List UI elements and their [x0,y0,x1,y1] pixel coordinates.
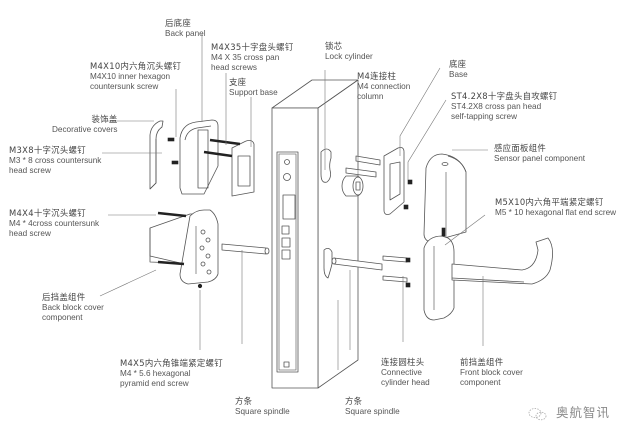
label-square-spindle-left: 方条 Square spindle [235,396,290,417]
label-en: Back block cover [42,302,104,312]
square-spindle-left-part [221,243,270,255]
label-decorative-covers: 装饰盖 Decorative covers [52,114,118,135]
label-en: Lock cylinder [325,51,373,61]
label-cn: 方条 [345,396,363,406]
label-cn: M5X10内六角平端紧定螺钉 [495,197,604,207]
label-support-base: 支座 Support base [229,77,278,98]
label-cn: M3X8十字沉头螺钉 [9,145,86,155]
label-en: head screw [9,166,51,175]
label-en: M4 connection [357,81,411,91]
label-cn: 前挡盖组件 [460,357,504,367]
screws [157,137,446,289]
label-cn: 支座 [229,77,247,87]
wechat-icon [528,407,547,420]
watermark: 奥航智讯 [528,402,610,421]
label-en: M4 * 5.6 hexagonal [120,368,191,378]
label-en: cylinder head [381,378,430,387]
label-en: pyramid end screw [120,379,189,388]
label-m4x5-screw: M4X5内六角锥端紧定螺钉 M4 * 5.6 hexagonal pyramid… [120,358,223,390]
label-en: head screw [9,229,51,238]
label-cn: 装饰盖 [91,114,118,124]
label-en: Base [449,69,468,79]
label-en: Sensor panel component [494,153,586,163]
label-cn: M4X35十字盘头螺钉 [211,42,294,52]
lock-cylinder-part [341,175,364,197]
label-m5x10-screw: M5X10内六角平端紧定螺钉 M5 * 10 hexagonal flat en… [495,197,616,218]
label-square-spindle-right: 方条 Square spindle [345,396,400,417]
label-en: M4X10 inner hexagon [90,71,171,81]
label-st42x8-screw: ST4.2X8十字盘头自攻螺钉 ST4.2X8 cross pan head s… [451,91,557,123]
square-spindle-right-part [331,257,383,271]
label-cn: M4X10内六角沉头螺钉 [90,61,182,71]
label-m3x8-screw: M3X8十字沉头螺钉 M3 * 8 cross countersunk head… [9,145,101,177]
label-en: ST4.2X8 cross pan head [451,101,542,111]
label-en: component [42,313,83,322]
back-block-cover [149,209,219,285]
label-en: M5 * 10 hexagonal flat end screw [495,207,617,217]
label-en: Connective [381,367,422,377]
label-cn: 后底座 [165,18,192,28]
label-cn: 感应面板组件 [494,143,547,153]
connection-columns [345,155,381,178]
front-block-cover [423,235,553,321]
label-cn: 底座 [449,59,467,69]
label-cn: 方条 [235,396,253,406]
label-en: Back panel [165,28,206,38]
back-panel [179,119,219,195]
label-en: head screws [211,63,257,72]
label-m4-connection-column: M4连接柱 M4 connection column [357,71,410,103]
label-m4x4-screw: M4X4十字沉头螺钉 M4 * 4cross countersunk head … [9,208,99,240]
connective-cylinder-heads [382,255,408,283]
label-en: Decorative covers [52,124,118,134]
base-part [383,147,405,215]
label-connective-cylinder-head: 连接圆柱头 Connective cylinder head [381,357,430,389]
support-base [231,140,255,197]
label-cn: ST4.2X8十字盘头自攻螺钉 [451,91,558,101]
label-cn: M4X5内六角锥端紧定螺钉 [120,358,223,368]
label-en: component [460,378,501,387]
label-en: M4 X 35 cross pan [211,52,280,62]
decorative-cover [149,120,164,190]
label-cn: 锁芯 [325,41,343,51]
label-back-panel: 后底座 Back panel [165,18,206,39]
label-m4x35-screw: M4X35十字盘头螺钉 M4 X 35 cross pan head screw… [211,42,294,74]
label-cn: M4连接柱 [357,71,397,81]
label-back-block-cover: 后挡盖组件 Back block cover component [42,292,104,324]
watermark-text: 奥航智讯 [556,405,611,420]
label-en: M4 * 4cross countersunk [9,218,100,228]
leader-lines [99,34,488,370]
label-front-block-cover: 前挡盖组件 Front block cover component [460,357,523,389]
label-sensor-panel: 感应面板组件 Sensor panel component [494,143,585,164]
label-en: column [357,92,384,101]
label-en: M3 * 8 cross countersunk [9,155,102,165]
label-en: Front block cover [460,367,523,377]
label-en: Square spindle [235,406,290,416]
label-lock-cylinder: 锁芯 Lock cylinder [325,41,373,62]
label-m4x10-screw: M4X10内六角沉头螺钉 M4X10 inner hexagon counter… [90,61,181,93]
label-en: Square spindle [345,406,400,416]
label-en: Support base [229,87,278,97]
door-trim-upper [320,148,333,279]
label-cn: 连接圆柱头 [381,357,425,367]
sensor-panel-part [423,153,467,243]
label-base: 底座 Base [449,59,468,80]
label-cn: M4X4十字沉头螺钉 [9,208,86,218]
label-en: countersunk screw [90,82,159,91]
door-slab [271,79,359,389]
label-en: self-tapping screw [451,112,517,121]
label-cn: 后挡盖组件 [42,292,86,302]
